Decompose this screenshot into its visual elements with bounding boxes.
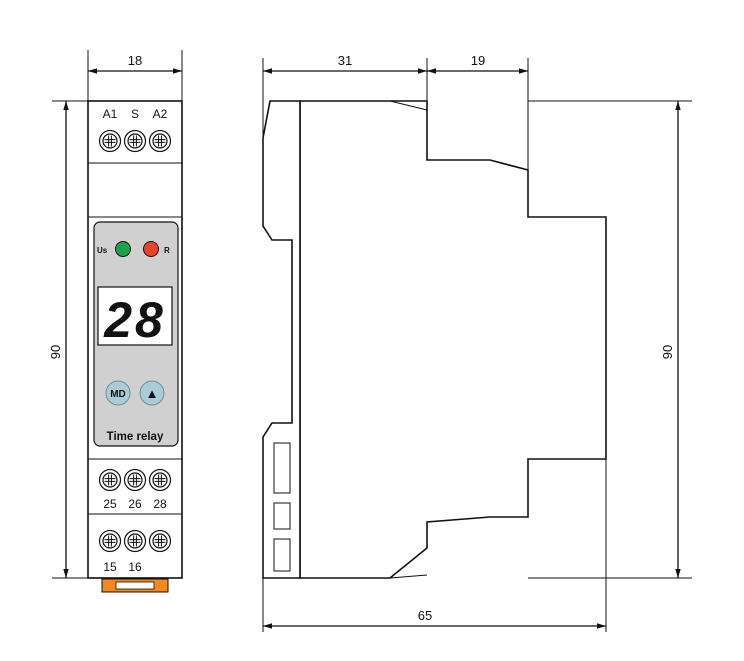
- screw-terminal-icon: [98, 129, 122, 153]
- side-step-label: 19: [471, 53, 485, 68]
- screw-terminal-icon: [148, 468, 172, 492]
- terminal-label-16: 16: [128, 560, 142, 574]
- side-height-label: 90: [660, 345, 675, 359]
- power-led-icon: [115, 241, 131, 257]
- terminal-label-25: 25: [103, 497, 117, 511]
- side-housing-profile: [299, 100, 607, 579]
- front-width-label: 18: [128, 53, 142, 68]
- side-slot: [273, 538, 291, 572]
- terminal-label-a2: A2: [153, 107, 168, 121]
- front-height-label: 90: [48, 345, 63, 359]
- screw-terminal-icon: [123, 468, 147, 492]
- front-view: 18 90 A1 S A2 Us R 28 MD ▲: [48, 50, 183, 593]
- screw-terminal-icon: [148, 129, 172, 153]
- screw-terminal-icon: [98, 468, 122, 492]
- display-value: 28: [103, 292, 166, 348]
- up-arrow-icon: ▲: [146, 386, 159, 401]
- md-button-label: MD: [110, 389, 126, 400]
- terminal-label-a1: A1: [103, 107, 118, 121]
- terminal-label-26: 26: [128, 497, 142, 511]
- screw-terminal-icon: [148, 529, 172, 553]
- side-depth-label: 31: [338, 53, 352, 68]
- side-total-depth-label: 65: [418, 608, 432, 623]
- side-front-cover: [262, 100, 301, 579]
- terminal-label-28: 28: [153, 497, 167, 511]
- side-slot: [273, 442, 291, 494]
- product-label: Time relay: [107, 431, 164, 443]
- md-button[interactable]: [105, 380, 131, 406]
- screw-terminal-icon: [123, 129, 147, 153]
- relay-led-icon: [143, 241, 159, 257]
- led-label-us: Us: [97, 246, 108, 255]
- digital-display: [97, 286, 173, 346]
- terminal-label-s: S: [131, 107, 139, 121]
- side-slot: [273, 502, 291, 530]
- screw-terminal-icon: [123, 529, 147, 553]
- led-label-r: R: [164, 246, 170, 255]
- terminal-label-15: 15: [103, 560, 117, 574]
- side-view: 31 19 90 65: [262, 53, 692, 632]
- up-button[interactable]: [139, 380, 165, 406]
- screw-terminal-icon: [98, 529, 122, 553]
